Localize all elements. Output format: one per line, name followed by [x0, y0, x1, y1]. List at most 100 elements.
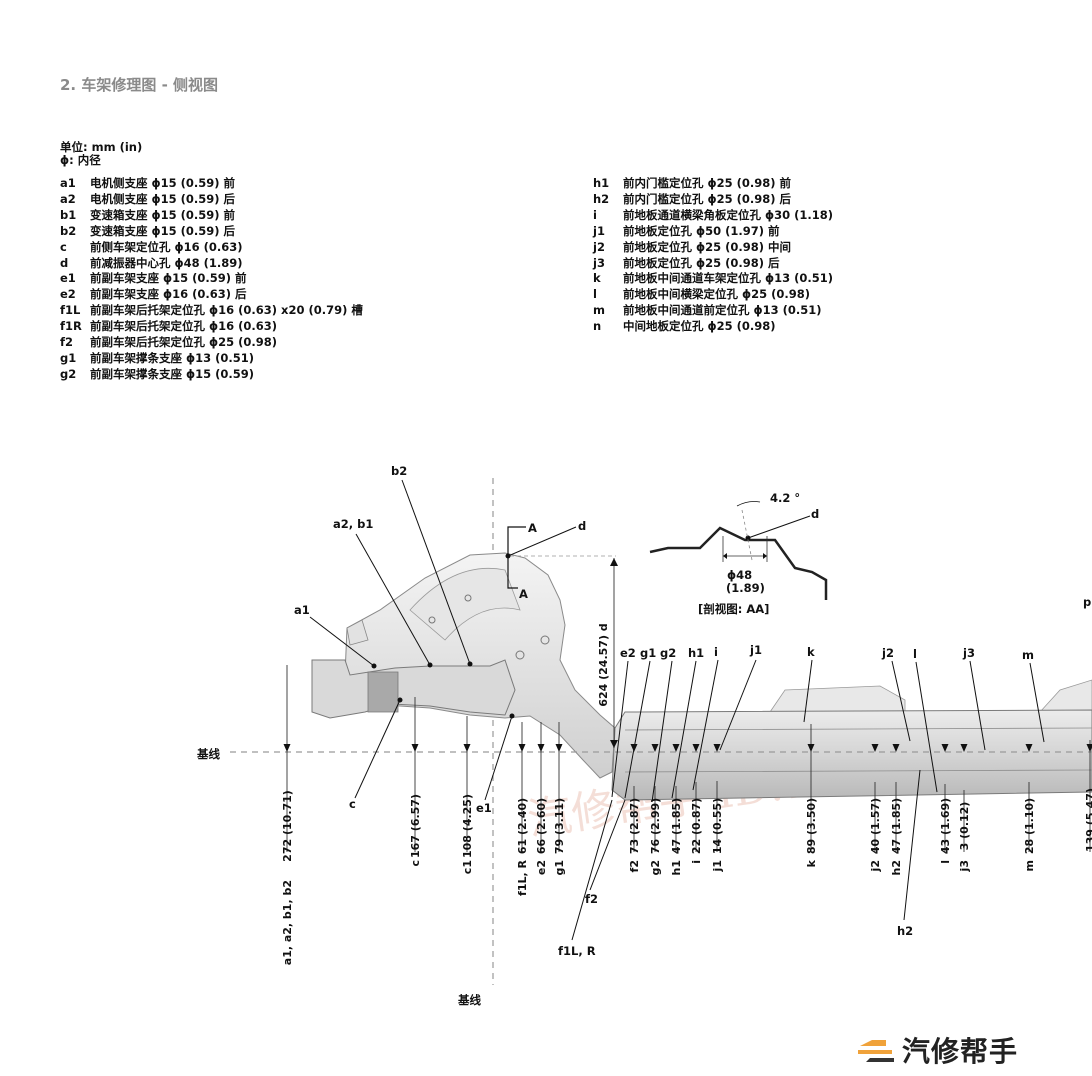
- section-callout-d: d: [811, 507, 819, 521]
- legend-description: 前地板定位孔 ϕ50 (1.97) 前: [623, 223, 780, 238]
- legend-description: 变速箱支座 ϕ15 (0.59) 前: [90, 207, 236, 222]
- dimension-arrow: [630, 744, 638, 752]
- dimension-value: 43 (1.69): [939, 798, 952, 854]
- callout-f2: f2: [585, 892, 598, 906]
- height-dimension-d-text: 624 (24.57) d: [597, 623, 610, 706]
- legend-description: 电机侧支座 ϕ15 (0.59) 后: [90, 191, 236, 206]
- legend-code: f1R: [60, 319, 82, 334]
- legend-code: g1: [60, 350, 77, 365]
- section-caption: [剖视图: AA]: [698, 602, 769, 616]
- dimension-arrow: [871, 744, 879, 752]
- legend-description: 前内门槛定位孔 ϕ25 (0.98) 后: [623, 191, 792, 206]
- legend-description: 前地板通道横梁角板定位孔 ϕ30 (1.18): [623, 207, 834, 222]
- dimension-value: 167 (6.57): [409, 794, 422, 858]
- dimension-arrow: [411, 744, 419, 752]
- dimension-value: 139 (5.47): [1084, 788, 1092, 852]
- dimension-value: 61 (2.40): [516, 798, 529, 854]
- height-dimension-d: 624 (24.57) d: [510, 555, 618, 748]
- dimension-value: 79 (3.11): [553, 798, 566, 854]
- legend-item: h1 前内门槛定位孔 ϕ25 (0.98) 前: [593, 176, 833, 192]
- legend-code: c: [60, 239, 67, 254]
- dimension-arrow: [537, 744, 545, 752]
- dimension-value: 3 (0.12): [958, 802, 971, 851]
- dimension-point-label: g2: [649, 860, 662, 876]
- legend-code: a1: [60, 176, 76, 190]
- dimension-arrow: [692, 744, 700, 752]
- callout-g1: g1: [640, 646, 656, 660]
- dimension-point-label: h1: [670, 860, 683, 876]
- legend-code: e2: [60, 287, 76, 302]
- callout-j3: j3: [962, 646, 975, 660]
- legend-code: b2: [60, 223, 77, 238]
- brand-logo: 汽修帮手: [856, 1030, 1018, 1070]
- dimension-arrow: [1086, 744, 1092, 752]
- dimension-point-label: j3: [958, 860, 971, 872]
- dimension-arrow: [892, 744, 900, 752]
- dimension-arrow: [941, 744, 949, 752]
- callout-c: c: [349, 797, 356, 811]
- legend-code: i: [593, 207, 597, 222]
- callout-j2: j2: [881, 646, 894, 660]
- callout-a2-b1: a2, b1: [333, 517, 373, 531]
- dimension-arrow: [463, 744, 471, 752]
- legend-description: 前地板定位孔 ϕ25 (0.98) 中间: [623, 239, 792, 254]
- legend-right: h1 前内门槛定位孔 ϕ25 (0.98) 前 h2 前内门槛定位孔 ϕ25 (0.9…: [593, 176, 833, 335]
- callout-d: d: [578, 519, 586, 533]
- legend-description: 前副车架后托架定位孔 ϕ16 (0.63): [90, 319, 278, 334]
- dimension-arrow: [651, 744, 659, 752]
- dimension-arrow: [807, 744, 815, 752]
- legend-item: g2 前副车架撑条支座 ϕ15 (0.59): [60, 367, 363, 383]
- dimension-arrow: [283, 744, 291, 752]
- legend-code: e1: [60, 271, 76, 286]
- dimension-arrow: [1025, 744, 1033, 752]
- legend-description: 前内门槛定位孔 ϕ25 (0.98) 前: [623, 176, 792, 190]
- dimension-point-label: j1: [711, 860, 724, 872]
- legend-code: j3: [593, 255, 605, 270]
- dimension-arrow: [713, 744, 721, 752]
- dimension-arrow: [518, 744, 526, 752]
- legend-item: f1R 前副车架后托架定位孔 ϕ16 (0.63): [60, 319, 363, 335]
- dimension-point-label: i: [690, 860, 703, 864]
- legend-description: 前地板中间通道车架定位孔 ϕ13 (0.51): [623, 271, 834, 286]
- section-a-top-label: A: [528, 521, 537, 535]
- legend-code: a2: [60, 191, 76, 206]
- dimension-arrow: [672, 744, 680, 752]
- car-logo-icon: [858, 1040, 894, 1062]
- legend-code: m: [593, 303, 605, 318]
- callout-e1: e1: [476, 801, 492, 815]
- legend-code: h1: [593, 176, 610, 190]
- callout-k: k: [807, 645, 815, 659]
- legend-description: 前副车架撑条支座 ϕ13 (0.51): [90, 350, 255, 365]
- callout-f1L-R: f1L, R: [558, 944, 596, 958]
- legend-code: h2: [593, 191, 610, 206]
- dimension-point-label: e2: [535, 860, 548, 875]
- top-callouts: b2 a2, b1 a1 e2 g1 g2 h1 i j1 k j2 l j3 …: [294, 464, 1091, 803]
- legend-left: a1 电机侧支座 ϕ15 (0.59) 前 a2 电机侧支座 ϕ15 (0.59) 后…: [60, 176, 363, 383]
- dimension-value: 47 (1.85): [890, 798, 903, 854]
- callout-e2: e2: [620, 646, 636, 660]
- dimension-point-label: f1L, R: [516, 859, 529, 895]
- dimension-point-label: g1: [553, 860, 566, 876]
- callout-p: p: [1083, 595, 1091, 609]
- baseline-label-bottom: 基线: [457, 993, 481, 1007]
- dimension-point-label: j2: [869, 860, 882, 872]
- legend-item: b1 变速箱支座 ϕ15 (0.59) 前: [60, 208, 363, 224]
- legend-description: 前副车架撑条支座 ϕ15 (0.59): [90, 366, 255, 381]
- legend-description: 电机侧支座 ϕ15 (0.59) 前: [90, 176, 236, 190]
- legend-code: f1L: [60, 303, 81, 318]
- legend-code: k: [593, 271, 601, 286]
- legend-code: b1: [60, 207, 77, 222]
- legend-description: 变速箱支座 ϕ15 (0.59) 后: [90, 223, 236, 238]
- legend-description: 前副车架后托架定位孔 ϕ16 (0.63) x20 (0.79) 槽: [90, 303, 363, 318]
- legend-code: g2: [60, 366, 77, 381]
- legend-item: a1 电机侧支座 ϕ15 (0.59) 前: [60, 176, 363, 192]
